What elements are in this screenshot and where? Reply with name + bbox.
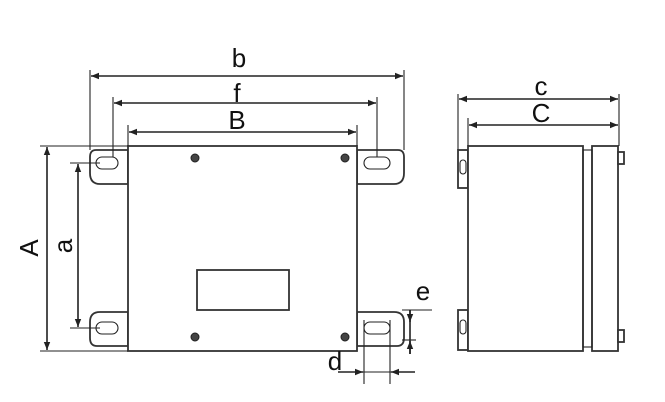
side-screw-top <box>617 151 625 165</box>
cover-screw-bottom-right <box>340 332 350 342</box>
dimension-b: b <box>91 43 403 80</box>
mounting-tab-bottom-left <box>89 311 129 347</box>
dimension-A: A <box>14 147 51 350</box>
dimension-e: e <box>406 276 430 354</box>
dimension-B: B <box>129 105 356 136</box>
mounting-tab-bottom-right <box>356 311 405 347</box>
front-enclosure-body <box>127 145 358 352</box>
dimension-label-C: C <box>532 98 551 128</box>
dimension-d: d <box>328 346 415 376</box>
side-view: c C <box>457 71 625 352</box>
extension-lines-front <box>40 70 432 384</box>
mounting-tab-top-left <box>89 149 129 185</box>
dimension-C: C <box>469 98 618 129</box>
dimension-a: a <box>48 164 82 327</box>
dimension-label-A: A <box>14 239 44 257</box>
dimension-label-c: c <box>535 71 548 101</box>
dimension-label-b: b <box>232 43 246 73</box>
side-screw-bottom <box>617 329 625 343</box>
cover-screw-top-right <box>340 153 350 163</box>
side-cover <box>591 145 619 352</box>
extension-lines-side <box>457 94 620 150</box>
front-view: b f B A a d <box>14 43 432 384</box>
dimension-label-d: d <box>328 346 342 376</box>
mounting-tab-top-right <box>356 149 405 185</box>
cover-screw-top-left <box>190 153 200 163</box>
cover-screw-bottom-left <box>190 332 200 342</box>
side-enclosure-body <box>467 145 584 352</box>
dimension-label-f: f <box>233 78 241 108</box>
dimension-label-a: a <box>48 238 78 253</box>
dimension-label-B: B <box>228 105 245 135</box>
front-label-window <box>196 269 290 311</box>
dimension-f: f <box>114 78 376 108</box>
dimension-label-e: e <box>416 276 430 306</box>
dimension-c: c <box>459 71 618 103</box>
